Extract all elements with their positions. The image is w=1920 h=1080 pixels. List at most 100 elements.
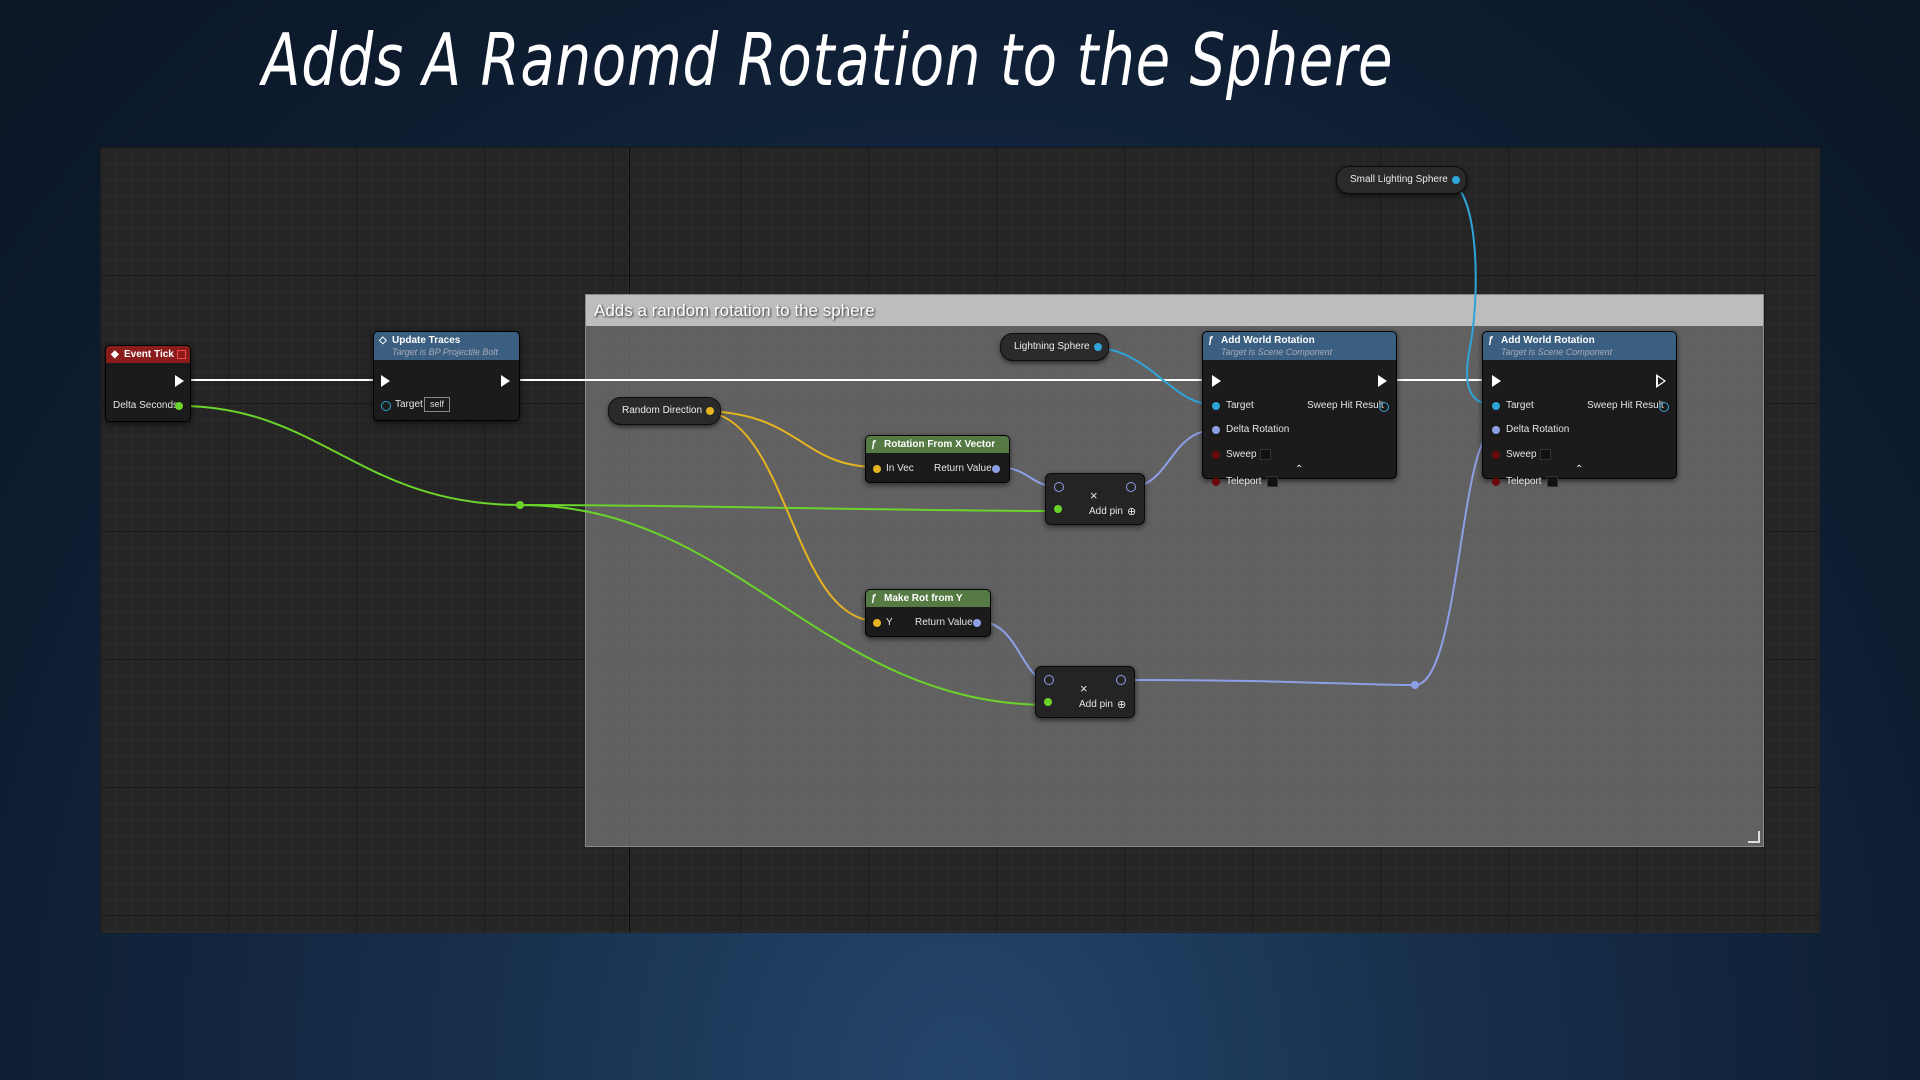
delta-rotation-label: Delta Rotation xyxy=(1226,424,1290,435)
teleport-pin[interactable] xyxy=(1492,478,1500,486)
teleport-label: Teleport xyxy=(1506,476,1542,487)
float-wire xyxy=(519,504,1061,512)
in-vec-pin[interactable] xyxy=(873,465,881,473)
delta-rotation-pin[interactable] xyxy=(1212,426,1220,434)
result-out-pin[interactable] xyxy=(1116,675,1126,685)
sweep-pin[interactable] xyxy=(1212,451,1220,459)
add-world-rotation-node-1[interactable]: ƒ Add World Rotation Target is Scene Com… xyxy=(1202,331,1397,487)
rotator-in-pin[interactable] xyxy=(1054,482,1064,492)
object-wire xyxy=(1443,179,1496,406)
function-f-icon: ƒ xyxy=(871,439,877,450)
result-out-pin[interactable] xyxy=(1126,482,1136,492)
exec-in-pin[interactable] xyxy=(1492,375,1501,387)
target-pin[interactable] xyxy=(1492,402,1500,410)
sweep-hit-result-pin[interactable] xyxy=(1379,402,1389,412)
lightning-sphere-variable[interactable]: Lightning Sphere xyxy=(1000,333,1109,361)
reroute-knot xyxy=(1411,681,1419,689)
sweep-hit-result-label: Sweep Hit Result xyxy=(1587,400,1664,411)
add-world-rotation-title: Add World Rotation xyxy=(1221,335,1315,346)
add-world-rotation-subtitle: Target is Scene Component xyxy=(1221,347,1333,357)
update-traces-node[interactable]: ◇ Update Traces Target is BP Projectile … xyxy=(373,331,520,421)
in-vec-label: In Vec xyxy=(886,463,914,474)
exec-out-pin[interactable] xyxy=(175,375,184,387)
wires-layer xyxy=(178,179,1496,706)
update-traces-title: Update Traces xyxy=(392,335,461,346)
return-value-pin[interactable] xyxy=(973,619,981,627)
sweep-checkbox[interactable] xyxy=(1540,449,1551,460)
return-value-label: Return Value xyxy=(915,617,973,628)
target-label: Target xyxy=(395,399,423,410)
update-traces-subtitle: Target is BP Projectile Bolt xyxy=(392,347,498,357)
delta-rotation-pin[interactable] xyxy=(1492,426,1500,434)
event-tick-node[interactable]: ◆ Event Tick Delta Seconds xyxy=(105,345,191,422)
delta-seconds-pin[interactable] xyxy=(175,402,183,410)
teleport-checkbox[interactable] xyxy=(1547,476,1558,487)
add-pin-label[interactable]: Add pin xyxy=(1079,699,1113,710)
lightning-sphere-label: Lightning Sphere xyxy=(1014,341,1090,352)
add-world-rotation-subtitle: Target is Scene Component xyxy=(1501,347,1613,357)
function-f-icon: ƒ xyxy=(1208,335,1214,346)
blueprint-graph[interactable]: Adds a random rotation to the sphere xyxy=(100,147,1820,933)
delta-seconds-label: Delta Seconds xyxy=(113,400,179,411)
collapse-chevron-icon[interactable]: ⌃ xyxy=(1575,464,1584,475)
multiply-node-2[interactable]: × Add pin ⊕ xyxy=(1035,666,1135,718)
add-pin-plus-icon[interactable]: ⊕ xyxy=(1127,506,1137,518)
float-in-pin[interactable] xyxy=(1044,698,1052,706)
float-wire xyxy=(179,405,521,506)
exec-out-pin[interactable] xyxy=(501,375,510,387)
small-lighting-sphere-label: Small Lighting Sphere xyxy=(1350,174,1448,185)
target-label: Target xyxy=(1506,400,1534,411)
delta-rotation-label: Delta Rotation xyxy=(1506,424,1570,435)
y-pin[interactable] xyxy=(873,619,881,627)
sweep-label: Sweep xyxy=(1226,449,1257,460)
teleport-label: Teleport xyxy=(1226,476,1262,487)
sweep-hit-result-pin[interactable] xyxy=(1659,402,1669,412)
sweep-hit-result-label: Sweep Hit Result xyxy=(1307,400,1384,411)
target-pin[interactable] xyxy=(1212,402,1220,410)
object-wire xyxy=(1088,346,1216,406)
teleport-pin[interactable] xyxy=(1212,478,1220,486)
sweep-checkbox[interactable] xyxy=(1260,449,1271,460)
target-label: Target xyxy=(1226,400,1254,411)
multiply-symbol: × xyxy=(1090,488,1098,503)
collapse-chevron-icon[interactable]: ⌃ xyxy=(1295,464,1304,475)
vector-wire xyxy=(698,410,878,468)
function-f-icon: ƒ xyxy=(1488,335,1494,346)
exec-in-pin[interactable] xyxy=(381,375,390,387)
event-delegate-icon[interactable] xyxy=(177,350,186,359)
exec-out-pin[interactable] xyxy=(1378,375,1387,387)
add-pin-label[interactable]: Add pin xyxy=(1089,506,1123,517)
comment-title[interactable]: Adds a random rotation to the sphere xyxy=(586,295,1763,326)
make-rot-from-y-node[interactable]: ƒ Make Rot from Y Y Return Value xyxy=(865,589,991,637)
lightning-sphere-pin[interactable] xyxy=(1093,343,1102,351)
random-direction-variable[interactable]: Random Direction xyxy=(608,397,722,425)
random-direction-pin[interactable] xyxy=(706,407,715,415)
small-lighting-sphere-pin[interactable] xyxy=(1451,176,1460,184)
function-icon: ◇ xyxy=(379,335,387,346)
target-pin[interactable] xyxy=(381,401,391,411)
multiply-symbol: × xyxy=(1080,681,1088,696)
return-value-label: Return Value xyxy=(934,463,992,474)
exec-in-pin[interactable] xyxy=(1212,375,1221,387)
rotation-from-x-vector-node[interactable]: ƒ Rotation From X Vector In Vec Return V… xyxy=(865,435,1010,483)
sweep-label: Sweep xyxy=(1506,449,1537,460)
sweep-pin[interactable] xyxy=(1492,451,1500,459)
event-tick-title: Event Tick xyxy=(124,349,174,360)
random-direction-label: Random Direction xyxy=(622,405,703,416)
rotator-wire xyxy=(1119,679,1416,686)
event-diamond-icon: ◆ xyxy=(111,349,119,360)
return-value-pin[interactable] xyxy=(992,465,1000,473)
resize-handle-icon[interactable] xyxy=(1748,831,1760,843)
float-in-pin[interactable] xyxy=(1054,505,1062,513)
multiply-node-1[interactable]: × Add pin ⊕ xyxy=(1045,473,1145,525)
target-self-field[interactable]: self xyxy=(424,397,451,412)
add-pin-plus-icon[interactable]: ⊕ xyxy=(1117,699,1127,711)
function-f-icon: ƒ xyxy=(871,593,877,604)
rotator-in-pin[interactable] xyxy=(1044,675,1054,685)
teleport-checkbox[interactable] xyxy=(1267,476,1278,487)
float-wire xyxy=(519,504,1051,706)
small-lighting-sphere-variable[interactable]: Small Lighting Sphere xyxy=(1336,166,1467,194)
add-world-rotation-node-2[interactable]: ƒ Add World Rotation Target is Scene Com… xyxy=(1482,331,1677,487)
rotation-from-x-title: Rotation From X Vector xyxy=(884,439,996,450)
add-world-rotation-title: Add World Rotation xyxy=(1501,335,1595,346)
